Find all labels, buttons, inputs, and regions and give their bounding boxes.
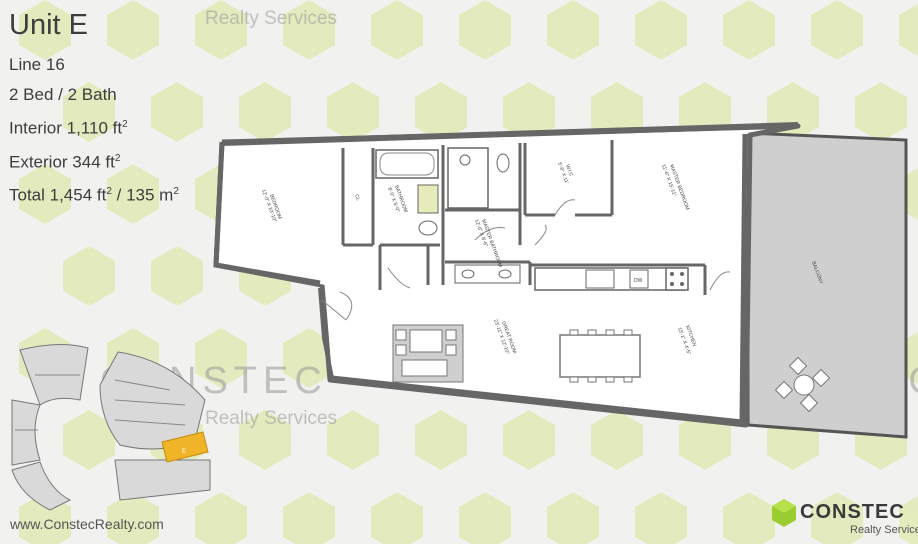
bg-hexagon: [723, 492, 775, 544]
bg-hexagon: [547, 492, 599, 544]
dining-table: [559, 329, 641, 383]
bg-hexagon: [327, 82, 379, 142]
bg-hexagon: [19, 164, 71, 224]
bg-hexagon: [635, 492, 687, 544]
bg-hexagon: [19, 0, 71, 60]
bg-hexagon: [283, 492, 335, 544]
bg-hexagon: [591, 410, 643, 470]
unit-exterior: Exterior 344 ft2: [9, 152, 121, 172]
bg-hexagon: [283, 0, 335, 60]
bg-hexagon: [899, 496, 918, 544]
sofa-set: [392, 324, 464, 383]
bg-hexagon: [327, 410, 379, 470]
unit-line: Line 16: [9, 55, 65, 74]
bg-hexagon: [371, 0, 423, 60]
label-dw: DW: [634, 278, 643, 284]
bg-hexagon: [547, 0, 599, 60]
bg-hexagon: [371, 492, 423, 544]
bg-hexagon: [63, 410, 115, 470]
bg-hexagon: [459, 0, 511, 60]
balcony-table: [774, 356, 831, 413]
unit-beds-baths: 2 Bed / 2 Bath: [9, 85, 117, 104]
bg-hexagon: [459, 492, 511, 544]
watermark-sub-top: Realty Services: [205, 8, 337, 29]
bg-hexagon: [195, 492, 247, 544]
bg-hexagon: [415, 82, 467, 142]
unit-interior: Interior 1,110 ft2: [9, 118, 128, 138]
brand-sub: Realty Services: [850, 524, 918, 536]
bg-hexagon: [195, 0, 247, 60]
label-wic: W.I.C: [564, 164, 574, 178]
website-link[interactable]: www.ConstecRealty.com: [10, 516, 164, 532]
bg-hexagon: [679, 410, 731, 470]
bg-hexagon: [635, 0, 687, 60]
keyplan-unit-label: E: [182, 449, 186, 455]
unit-info: Unit E Line 16 2 Bed / 2 Bath Interior 1…: [9, 8, 179, 211]
bg-hexagon: [151, 246, 203, 306]
bg-hexagon: [811, 0, 863, 60]
keyplan-unit-highlight: [161, 431, 209, 463]
watermark-sub-left: Realty Services: [205, 408, 337, 429]
bg-hexagon: [195, 328, 247, 388]
unit-title: Unit E: [9, 9, 88, 41]
bg-hexagon: [811, 492, 863, 544]
bg-hexagon: [503, 410, 555, 470]
bg-hexagon: [107, 164, 159, 224]
bg-hexagon: [283, 328, 335, 388]
bg-hexagon: [503, 82, 555, 142]
logo-icon: [772, 499, 796, 527]
bg-hexagon: [107, 492, 159, 544]
bg-hexagon: [591, 82, 643, 142]
bg-hexagon: [239, 82, 291, 142]
bg-hexagon: [63, 246, 115, 306]
bg-hexagon: [107, 0, 159, 60]
bg-hexagon: [723, 0, 775, 60]
bg-hexagon: [415, 410, 467, 470]
bg-hexagon: [899, 4, 918, 56]
brand-name: CONSTEC: [800, 501, 905, 523]
label-closet: CL: [353, 194, 361, 202]
unit-total: Total 1,454 ft2 / 135 m2: [9, 185, 179, 205]
bg-hexagon: [855, 82, 907, 142]
bg-hexagon: [239, 410, 291, 470]
bg-hexagon: [151, 82, 203, 142]
bg-hexagon: [63, 82, 115, 142]
